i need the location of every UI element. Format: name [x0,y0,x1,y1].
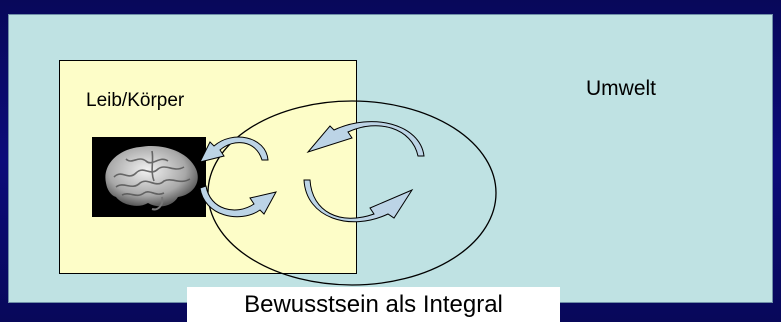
cycle-arrows-icon [303,121,425,223]
caption: Bewusstsein als Integral [187,287,560,322]
body-label: Leib/Körper [86,90,185,111]
brain-icon [92,137,206,217]
cycle-arrows-icon [199,136,277,218]
environment-label: Umwelt [586,77,657,100]
